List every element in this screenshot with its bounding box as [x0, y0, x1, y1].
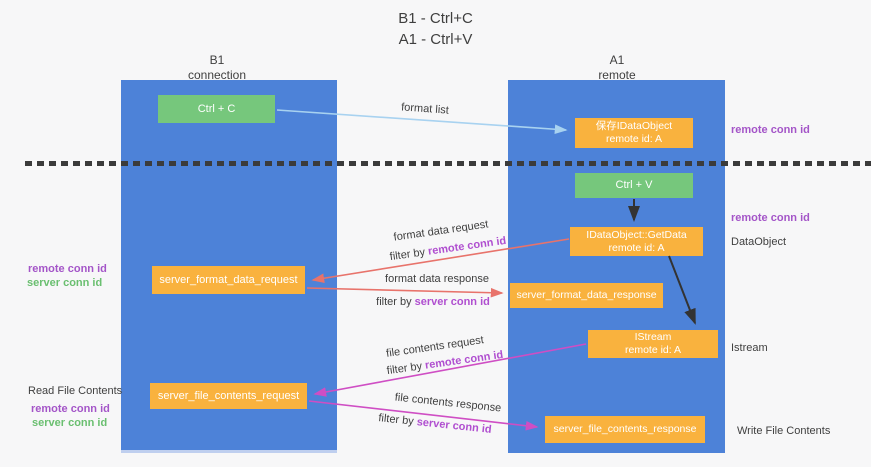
ctrl-c-node: Ctrl + C [158, 95, 275, 123]
ctrl-v-node: Ctrl + V [575, 173, 693, 198]
remote-conn-id-annotation-left-1: remote conn id [28, 263, 107, 275]
filter-prefix: filter by [377, 412, 418, 429]
getdata-line2: remote id: A [608, 241, 665, 254]
getdata-line1: IDataObject::GetData [586, 228, 687, 241]
ctrl-c-label: Ctrl + C [197, 102, 236, 115]
format-data-response-label: format data response [385, 273, 489, 285]
istream-annotation: Istream [731, 342, 768, 354]
format-list-label: format list [400, 101, 450, 117]
server-conn-id-keyword: server conn id [414, 296, 490, 308]
remote-conn-id-keyword: remote conn id [427, 234, 507, 258]
right-column-header: A1 remote [547, 53, 687, 83]
filter-by-server-conn-id-label-2: filter by server conn id [378, 412, 492, 436]
diagram-title: B1 - Ctrl+C A1 - Ctrl+V [0, 8, 871, 50]
filter-prefix: filter by [389, 245, 429, 264]
read-file-contents-annotation: Read File Contents [28, 385, 123, 397]
ctrl-v-label: Ctrl + V [615, 179, 653, 191]
server-file-contents-request-node: server_file_contents_request [150, 383, 307, 409]
left-column-header: B1 connection [147, 53, 287, 83]
server-conn-id-annotation-left-1: server conn id [27, 277, 103, 289]
right-column-name: A1 [609, 53, 625, 67]
write-file-contents-annotation: Write File Contents [737, 425, 831, 437]
save-idataobject-line2: remote id: A [605, 133, 663, 145]
istream-node: IStream remote id: A [588, 330, 718, 358]
left-column-name: B1 [209, 53, 225, 67]
istream-line1: IStream [634, 331, 672, 343]
remote-conn-id-annotation-left-2: remote conn id [31, 403, 110, 415]
save-idataobject-node: 保存IDataObject remote id: A [575, 118, 693, 148]
server-format-data-request-label: server_format_data_request [159, 273, 298, 286]
remote-conn-id-annotation-top: remote conn id [731, 124, 810, 136]
save-idataobject-line1: 保存IDataObject [595, 120, 673, 132]
dataobject-annotation: DataObject [731, 236, 787, 248]
server-conn-id-keyword: server conn id [416, 416, 493, 436]
right-column-role: remote [598, 68, 636, 82]
filter-by-server-conn-id-label-1: filter by server conn id [376, 296, 490, 308]
idataobject-getdata-node: IDataObject::GetData remote id: A [570, 227, 703, 256]
filter-prefix: filter by [376, 296, 415, 308]
title-line-2: A1 - Ctrl+V [398, 31, 473, 48]
remote-conn-id-annotation-mid: remote conn id [731, 212, 810, 224]
server-format-data-response-node: server_format_data_response [510, 283, 663, 308]
file-contents-response-label: file contents response [394, 391, 502, 415]
istream-line2: remote id: A [624, 344, 682, 356]
server-format-data-request-node: server_format_data_request [152, 266, 305, 294]
server-file-contents-response-label: server_file_contents_response [553, 423, 697, 435]
left-column-role: connection [187, 68, 247, 82]
server-format-data-response-label: server_format_data_response [516, 289, 657, 301]
server-conn-id-annotation-left-2: server conn id [32, 417, 108, 429]
phase-separator-dashed-line [25, 161, 871, 166]
server-file-contents-request-label: server_file_contents_request [157, 389, 300, 402]
title-line-1: B1 - Ctrl+C [398, 10, 473, 27]
server-file-contents-response-node: server_file_contents_response [545, 416, 705, 443]
filter-prefix: filter by [386, 359, 426, 378]
